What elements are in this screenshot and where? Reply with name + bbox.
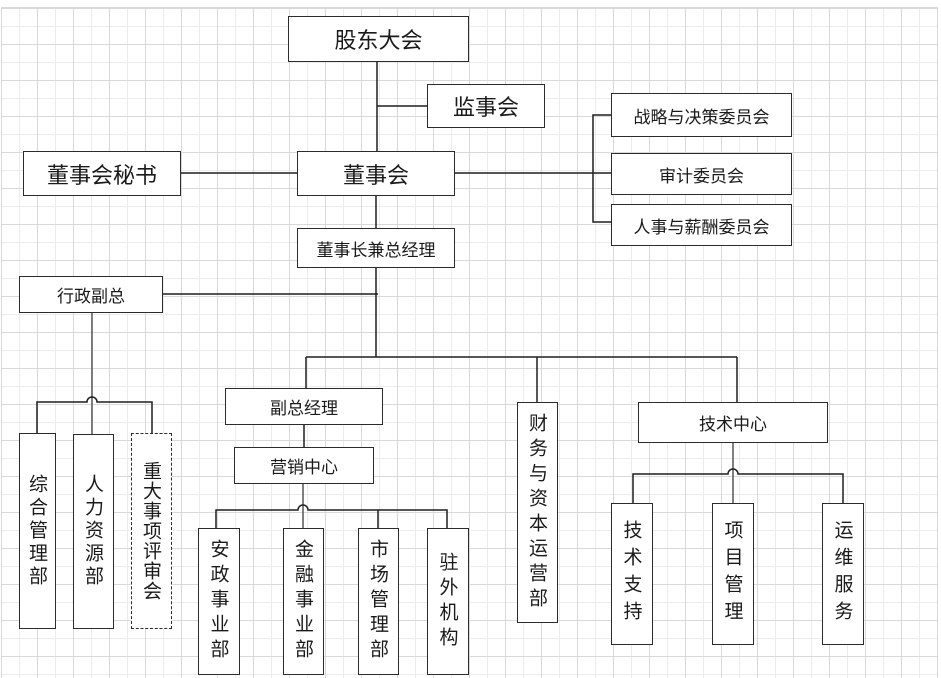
node-label: 运维服务 bbox=[831, 520, 854, 628]
node-general-management-dept[interactable]: 综合管理部 bbox=[19, 433, 56, 629]
edge-adminvp-bus bbox=[36, 396, 153, 433]
node-label: 综合管理部 bbox=[26, 473, 48, 589]
node-label: 战略与决策委员会 bbox=[633, 107, 770, 128]
node-board-secretary[interactable]: 董事会秘书 bbox=[23, 151, 181, 196]
node-label: 市场管理部 bbox=[367, 539, 389, 664]
node-label: 董事会秘书 bbox=[46, 163, 157, 189]
node-deputy-gm[interactable]: 副总经理 bbox=[225, 388, 383, 425]
node-admin-vp[interactable]: 行政副总 bbox=[19, 276, 163, 313]
node-label: 技术中心 bbox=[699, 415, 767, 435]
node-audit-committee[interactable]: 审计委员会 bbox=[611, 153, 792, 195]
node-label: 营销中心 bbox=[270, 458, 338, 478]
node-tech-support[interactable]: 技术支持 bbox=[611, 503, 653, 645]
node-label: 股东大会 bbox=[334, 29, 423, 54]
node-supervisory-board[interactable]: 监事会 bbox=[427, 84, 545, 128]
node-chairman-ceo[interactable]: 董事长兼总经理 bbox=[297, 228, 455, 268]
node-label: 重大事项评审会 bbox=[140, 461, 162, 601]
node-security-business-dept[interactable]: 安政事业部 bbox=[198, 528, 240, 675]
node-shareholders-meeting[interactable]: 股东大会 bbox=[288, 16, 469, 62]
node-board-of-directors[interactable]: 董事会 bbox=[297, 151, 455, 196]
node-label: 项目管理 bbox=[721, 520, 744, 628]
node-label: 人力资源部 bbox=[82, 474, 104, 589]
node-label: 董事会 bbox=[342, 163, 409, 189]
node-overseas-offices[interactable]: 驻外机构 bbox=[427, 528, 469, 675]
node-label: 技术支持 bbox=[620, 520, 643, 628]
edge-committees-bus bbox=[592, 114, 611, 223]
node-project-management[interactable]: 项目管理 bbox=[712, 503, 754, 645]
node-major-review-committee[interactable]: 重大事项评审会 bbox=[131, 433, 172, 629]
node-tech-center[interactable]: 技术中心 bbox=[638, 402, 828, 443]
node-label: 副总经理 bbox=[270, 399, 338, 419]
edge-marketing-bus bbox=[215, 504, 448, 528]
node-finance-business-dept[interactable]: 金融事业部 bbox=[283, 528, 324, 675]
node-hr-compensation-committee[interactable]: 人事与薪酬委员会 bbox=[611, 204, 792, 246]
node-market-management-dept[interactable]: 市场管理部 bbox=[358, 528, 399, 675]
node-label: 金融事业部 bbox=[292, 539, 314, 664]
node-operations-service[interactable]: 运维服务 bbox=[822, 503, 864, 645]
node-label: 监事会 bbox=[452, 96, 519, 121]
node-label: 审计委员会 bbox=[659, 166, 744, 187]
node-label: 驻外机构 bbox=[436, 551, 459, 652]
node-finance-capital-dept[interactable]: 财务与资本运营部 bbox=[517, 402, 558, 623]
node-label: 安政事业部 bbox=[207, 539, 230, 664]
node-label: 董事长兼总经理 bbox=[316, 240, 436, 261]
node-label: 财务与资本运营部 bbox=[526, 412, 548, 613]
node-marketing-center[interactable]: 营销中心 bbox=[234, 447, 374, 484]
edge-tech-bus bbox=[632, 468, 844, 503]
node-hr-dept[interactable]: 人力资源部 bbox=[73, 434, 114, 629]
node-strategy-committee[interactable]: 战略与决策委员会 bbox=[611, 93, 792, 137]
node-label: 人事与薪酬委员会 bbox=[633, 217, 770, 238]
node-label: 行政副总 bbox=[57, 287, 125, 307]
